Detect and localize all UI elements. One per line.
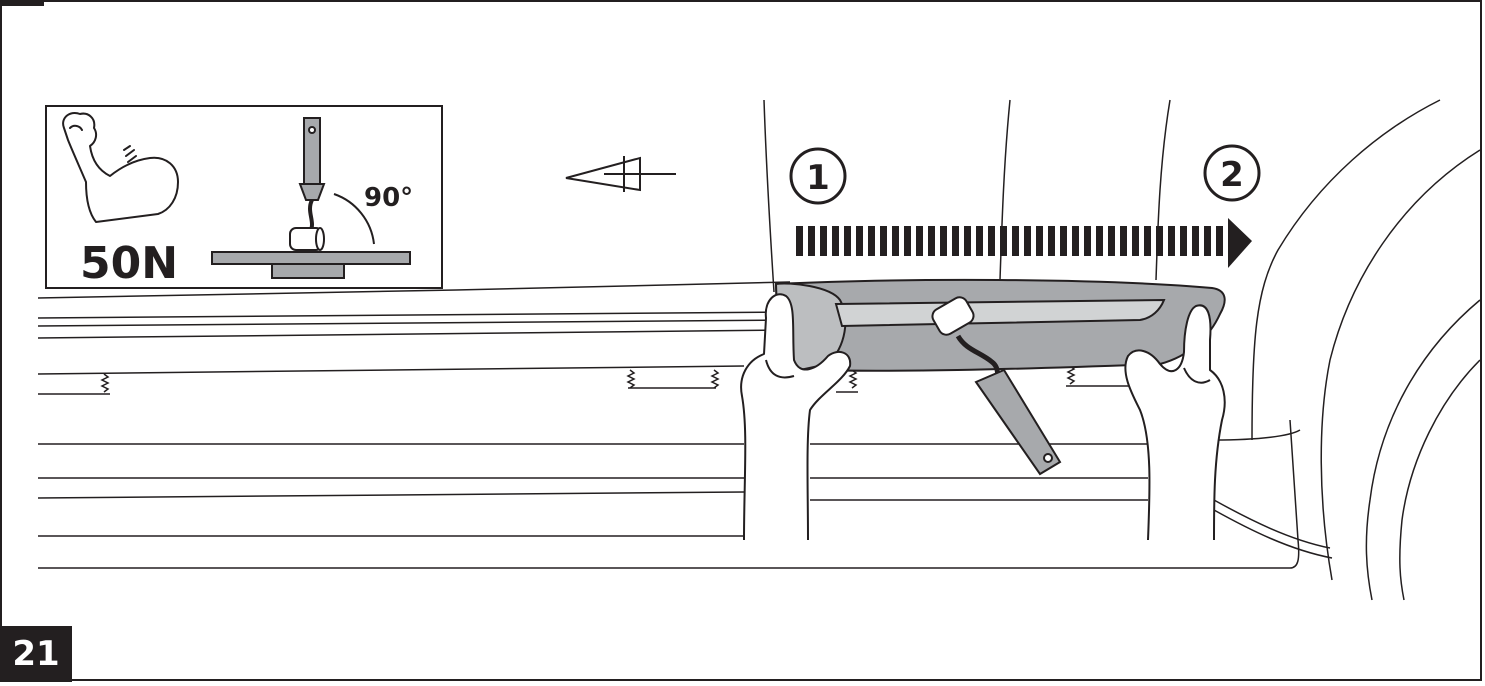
flexed-arm-icon [62,112,179,223]
roller-tool-icon [289,117,326,251]
alignment-symbol [565,156,676,192]
clip-marks [100,365,1076,393]
direction-arrow [796,218,1252,268]
step-number-badge: 21 [0,626,72,682]
roller-tool-on-panel [931,296,1062,476]
surface-plate [211,251,411,279]
corner-mark [0,0,44,6]
step-marker-2: 2 [1203,144,1261,202]
angle-arc [333,193,375,245]
angle-label: 90° [364,183,413,213]
vehicle-body-lines [37,99,1481,601]
step-marker-1: 1 [789,147,847,205]
right-hand-icon [1124,304,1226,541]
step-marker-1-label: 1 [806,158,830,198]
inset-panel: 90° 50N [45,105,443,289]
trim-panel [774,278,1226,372]
step-marker-2-label: 2 [1220,155,1244,195]
left-hand-icon [740,293,852,541]
force-label: 50N [80,238,178,289]
